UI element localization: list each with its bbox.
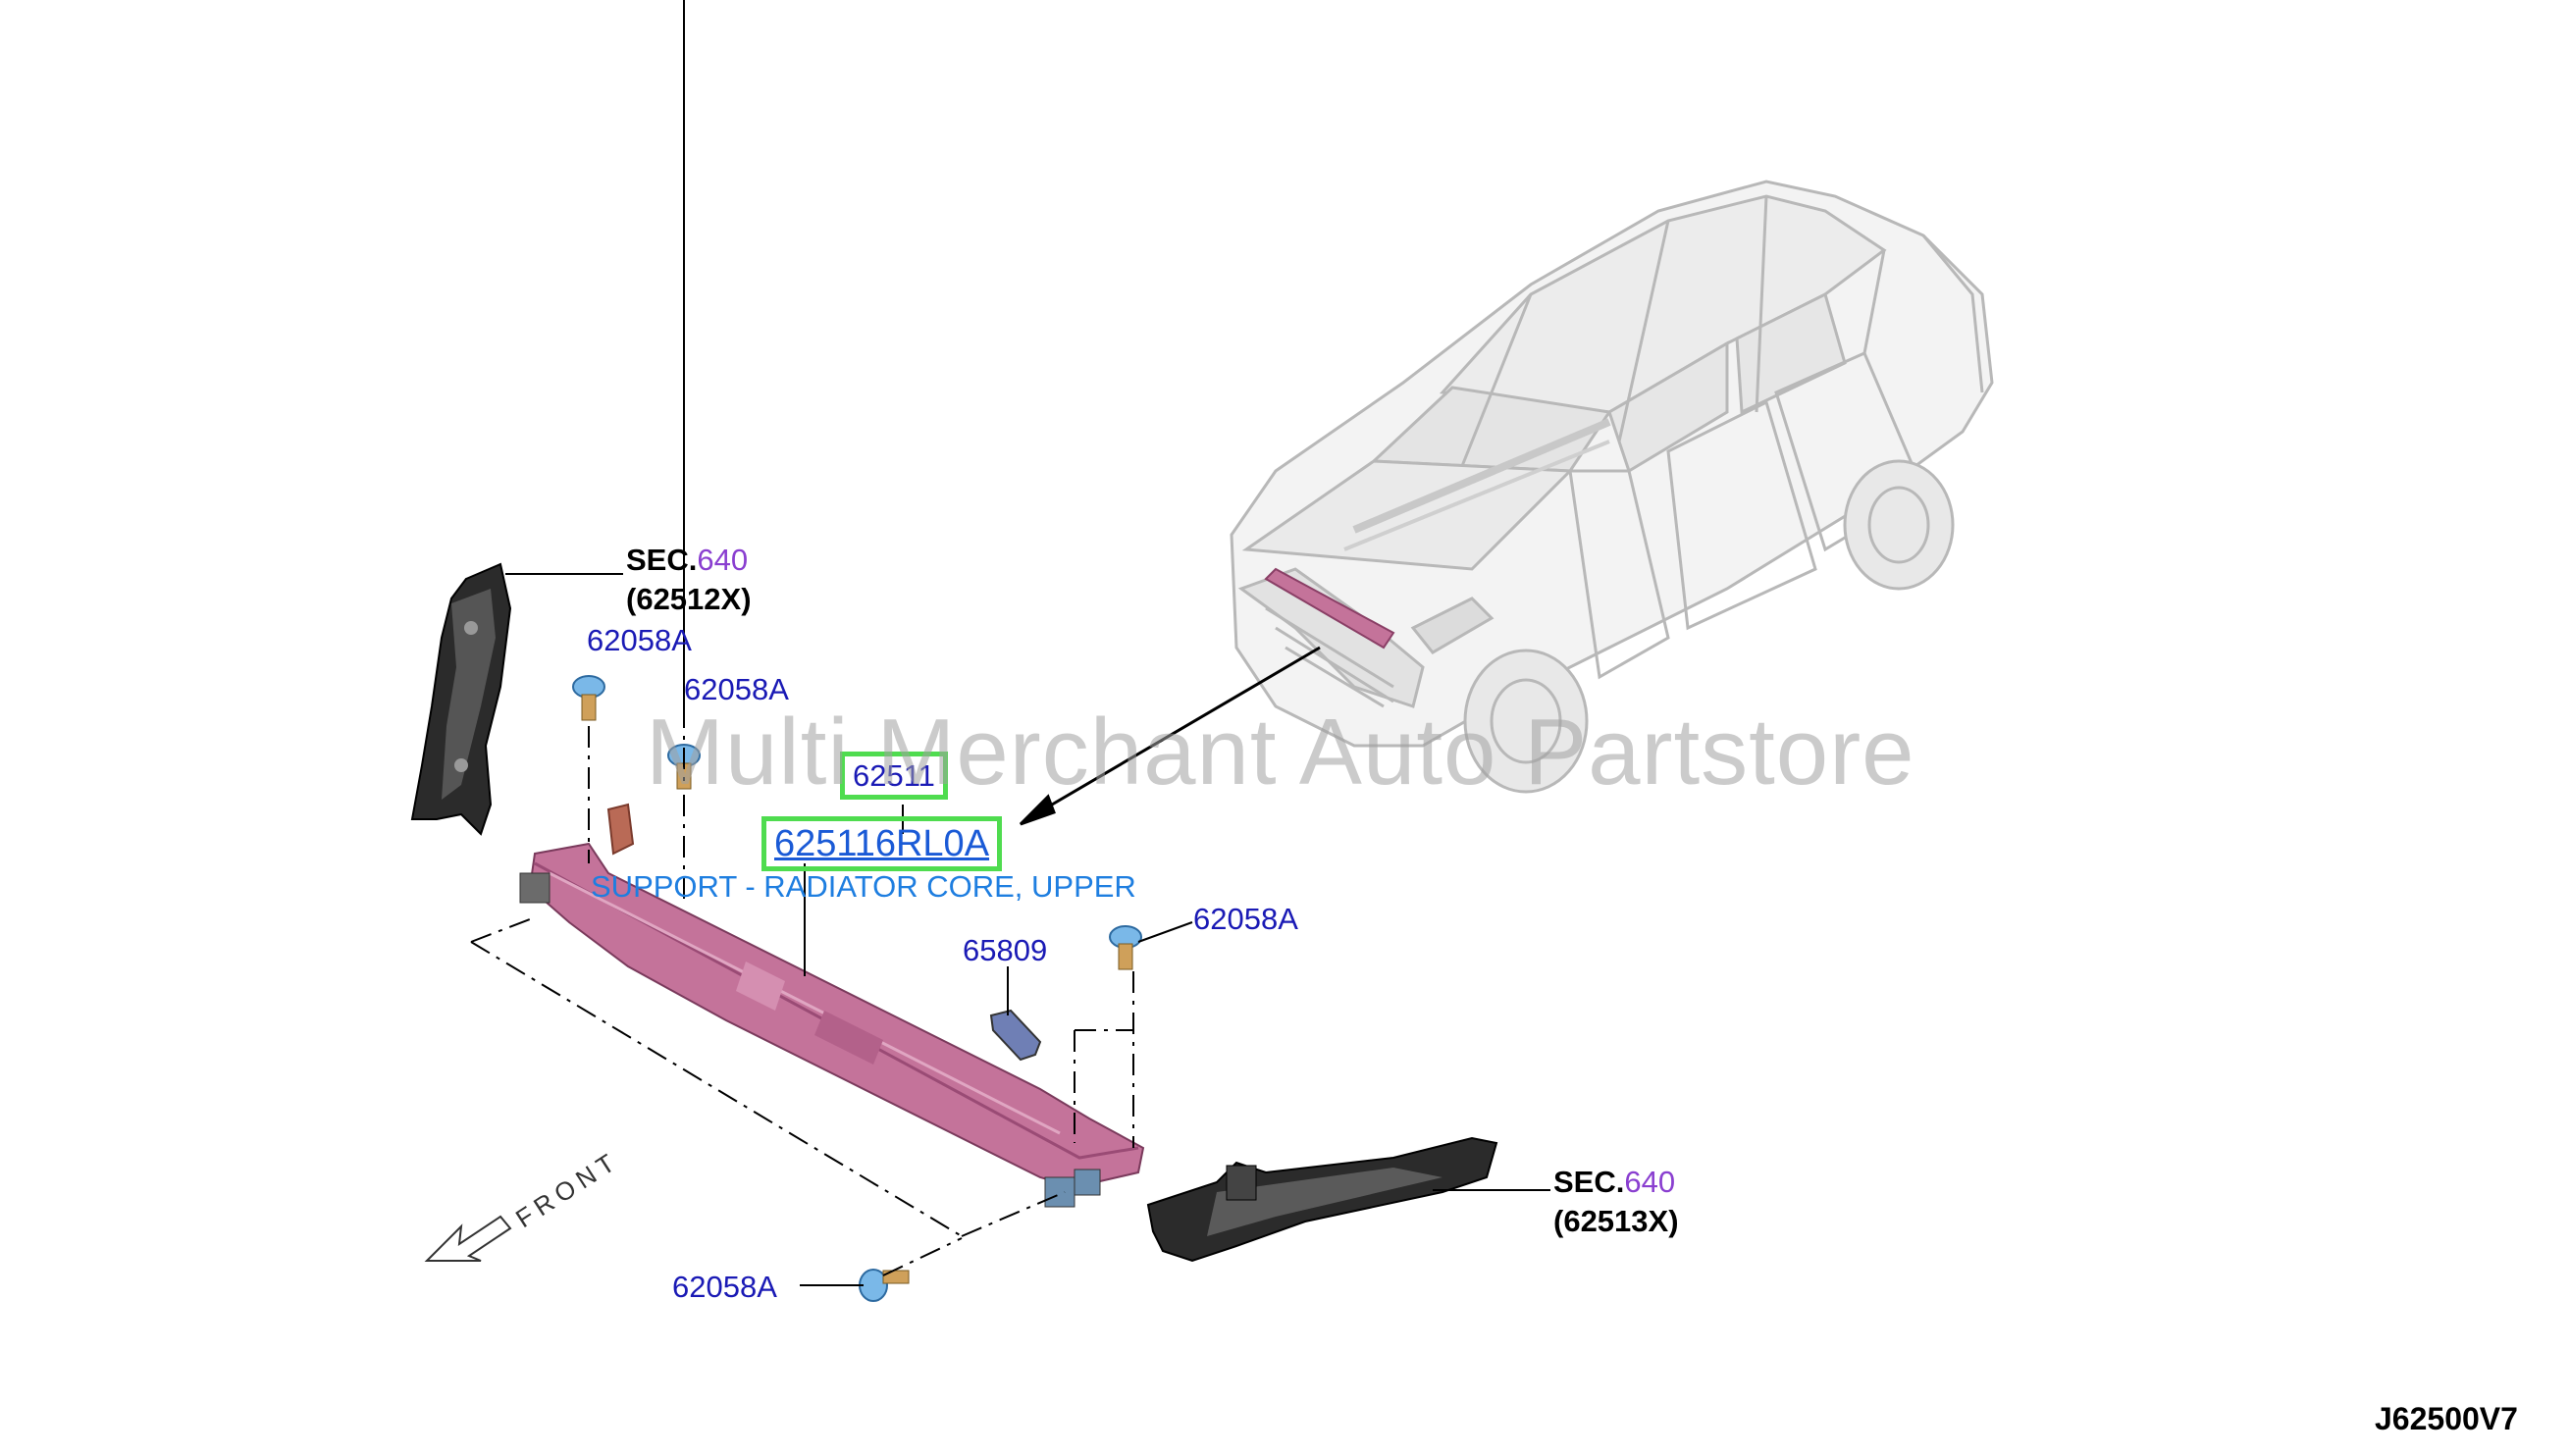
vehicle-support-highlight [1264,567,1395,650]
front-arrow-icon [424,1215,512,1262]
bolt-label-3[interactable]: 62058A [1193,902,1298,936]
bracket-65809-part [989,1009,1042,1062]
watermark: Multi Merchant Auto Partstore [646,700,1915,805]
sec-top-sub: (62512X) [626,582,752,616]
part-description: SUPPORT - RADIATOR CORE, UPPER [591,869,1136,904]
sec-bottom-label[interactable]: SEC.640 [1553,1167,1675,1197]
centerlines [470,706,1134,1276]
sec-bottom-number: 640 [1624,1165,1676,1199]
radiator-core-support [519,803,1145,1208]
bolt-label-4[interactable]: 62058A [672,1270,777,1304]
bolt-label-2[interactable]: 62058A [684,672,789,706]
vehicle-illustration [1230,180,1994,794]
leader-lines [683,0,1193,1286]
part-number-link[interactable]: 625116RL0A [774,823,990,864]
bolt-label-1[interactable]: 62058A [587,623,692,657]
part-number-box[interactable]: 625116RL0A [761,816,1003,871]
right-bracket-part [1146,1136,1550,1263]
part-62511-label[interactable]: 62511 [840,752,948,800]
bolt-icon [859,1269,910,1302]
bolt-icon [667,744,701,790]
sec-top-prefix: SEC. [626,543,698,577]
left-bracket-part [410,562,623,836]
bolt-icon [1109,925,1142,970]
sec-top-number: 640 [697,543,749,577]
part-65809-label[interactable]: 65809 [963,933,1048,967]
diagram-reference: J62500V7 [2375,1401,2518,1436]
sec-bottom-sub: (62513X) [1553,1204,1679,1238]
bolt-icon [572,675,605,721]
sec-bottom-prefix: SEC. [1553,1165,1625,1199]
pointer-arrow [1019,646,1321,826]
sec-top-label[interactable]: SEC.640 [626,545,748,575]
